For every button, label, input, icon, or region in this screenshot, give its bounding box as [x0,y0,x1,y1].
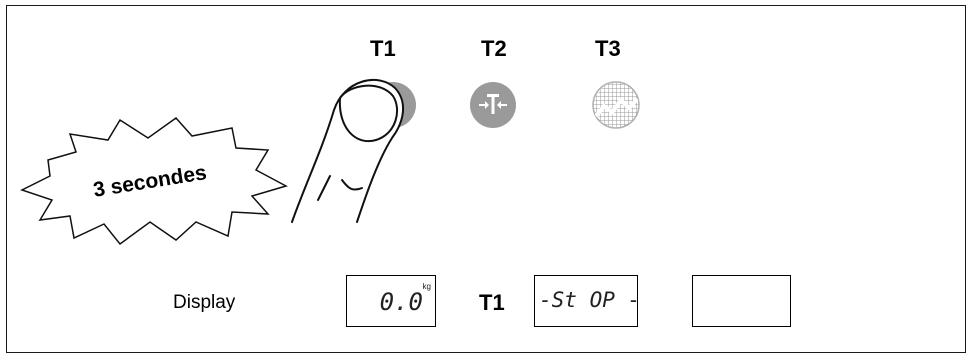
grid-chart-icon [590,79,642,131]
stop-text: -St OP - [539,288,640,312]
display-panel-weight: 0.0 kg [346,275,436,327]
display-panel-blank [692,275,791,327]
display-panel-stop: -St OP - [534,275,638,327]
three-seconds-burst: 3 secondes [22,118,286,244]
t1-transition-label: T1 [479,290,505,316]
weight-value: 0.0 [380,288,423,316]
weight-unit: kg [423,282,431,291]
t3-chart-button[interactable] [590,79,642,131]
t2-tare-button[interactable] [470,82,516,128]
finger-illustration [292,80,403,222]
display-label: Display [173,292,235,314]
